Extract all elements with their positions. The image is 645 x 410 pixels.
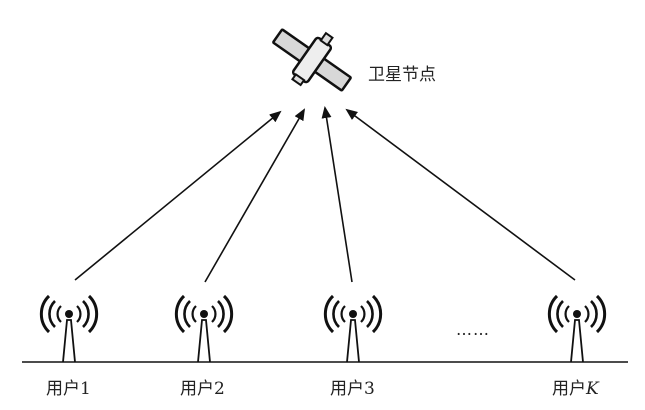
user3-label: 用户3 [330, 379, 375, 399]
satellite-icon [272, 28, 352, 92]
user1-antenna-icon [39, 294, 99, 364]
satellite-label: 卫星节点 [368, 65, 436, 85]
user2-antenna-icon [174, 294, 234, 364]
userK-label-var: K [586, 379, 599, 399]
userK-antenna-icon [547, 294, 607, 364]
userK-label: 用户K [552, 374, 599, 399]
arrow-user1 [74, 110, 282, 281]
userK-label-prefix: 用户 [552, 379, 586, 399]
ellipsis: …… [456, 320, 490, 339]
arrow-user2 [204, 108, 305, 283]
arrow-userK [345, 108, 576, 281]
user1-label: 用户1 [46, 379, 91, 399]
arrow-user3 [321, 106, 353, 283]
user3-antenna-icon [323, 294, 383, 364]
user2-label: 用户2 [180, 379, 225, 399]
